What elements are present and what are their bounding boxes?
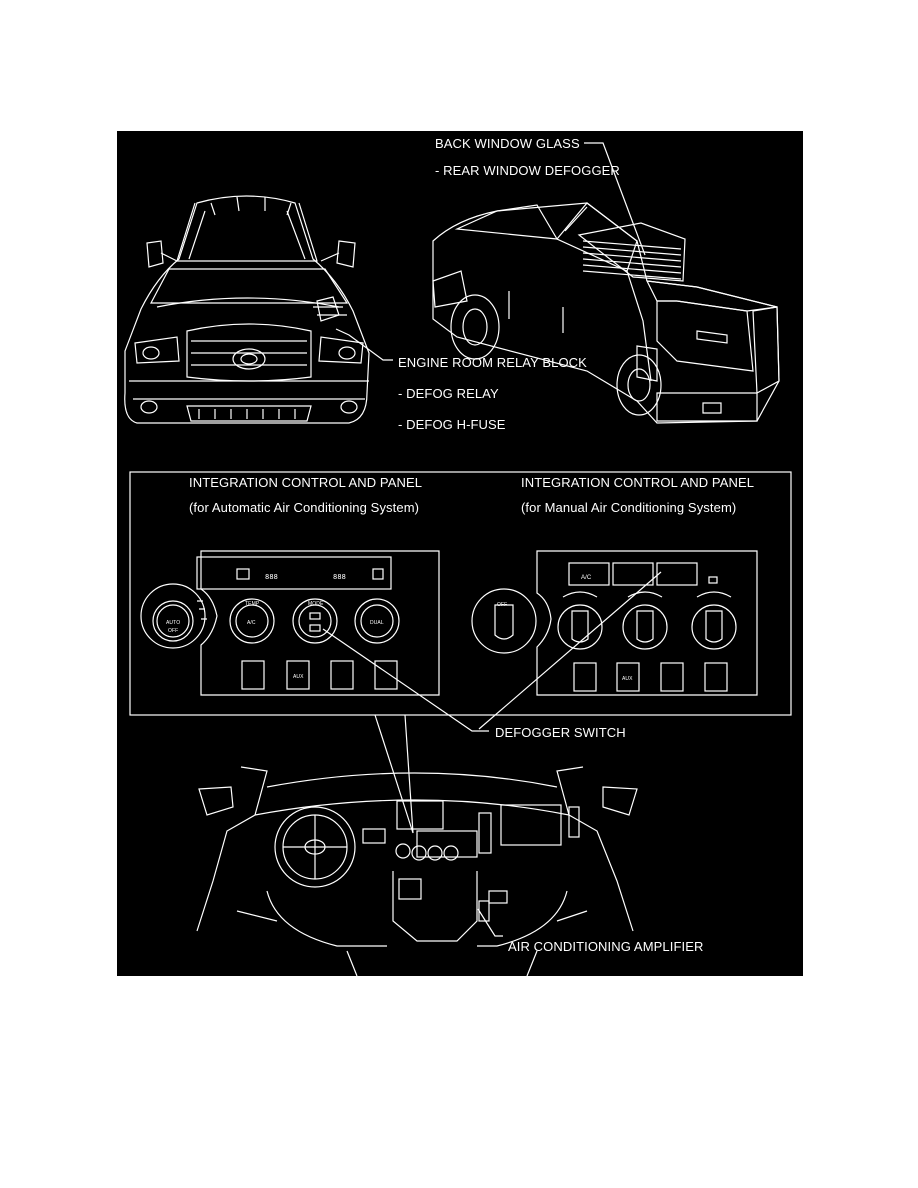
truck-front-view (124, 195, 370, 424)
manual-ac-panel (471, 550, 758, 696)
vehicle-interior-dash (196, 766, 638, 976)
knob-temp-label: TEMP (245, 601, 260, 607)
leader-defogger-manual (478, 571, 662, 730)
leader-back-window (584, 142, 646, 256)
display-left-digits: 888 (265, 573, 278, 581)
display-right-digits: 888 (333, 573, 346, 581)
label-integration-auto-title: INTEGRATION CONTROL AND PANEL (189, 475, 423, 490)
leader-defogger-auto (322, 628, 489, 732)
truck-rear-view (432, 202, 780, 424)
leader-relay-block (335, 328, 393, 361)
label-back-window-glass: BACK WINDOW GLASS (435, 136, 580, 151)
knob-dual-label: DUAL (370, 620, 384, 626)
label-defog-relay: - DEFOG RELAY (398, 386, 499, 401)
manual-ac-button-label: A/C (581, 575, 592, 581)
knob-mode-label: MODE (308, 601, 324, 607)
label-integration-manual-sub: (for Manual Air Conditioning System) (521, 500, 737, 515)
knob-auto-label: AUTO (166, 620, 181, 626)
leader-ac-amplifier (477, 908, 503, 937)
callout-to-dash (374, 714, 414, 834)
label-defogger-switch: DEFOGGER SWITCH (495, 725, 626, 740)
aux-label-auto: AUX (293, 674, 304, 680)
manual-off-label: OFF (497, 602, 508, 608)
label-engine-room-relay-block: ENGINE ROOM RELAY BLOCK (398, 355, 587, 370)
label-rear-window-defogger: - REAR WINDOW DEFOGGER (435, 163, 620, 178)
line-art (124, 142, 792, 976)
label-integration-auto-sub: (for Automatic Air Conditioning System) (189, 500, 420, 515)
label-air-conditioning-amplifier: AIR CONDITIONING AMPLIFIER (508, 939, 704, 954)
component-location-diagram: 888 888 AUTO OFF TEMP A/C MODE DUAL AUX … (117, 131, 803, 976)
knob-off-label: OFF (168, 628, 179, 634)
panel-frame (129, 471, 792, 716)
auto-ac-panel (140, 550, 440, 696)
label-defog-h-fuse: - DEFOG H-FUSE (398, 417, 506, 432)
knob-ac-label: A/C (247, 620, 256, 626)
aux-label-manual: AUX (622, 676, 633, 682)
label-integration-manual-title: INTEGRATION CONTROL AND PANEL (521, 475, 755, 490)
